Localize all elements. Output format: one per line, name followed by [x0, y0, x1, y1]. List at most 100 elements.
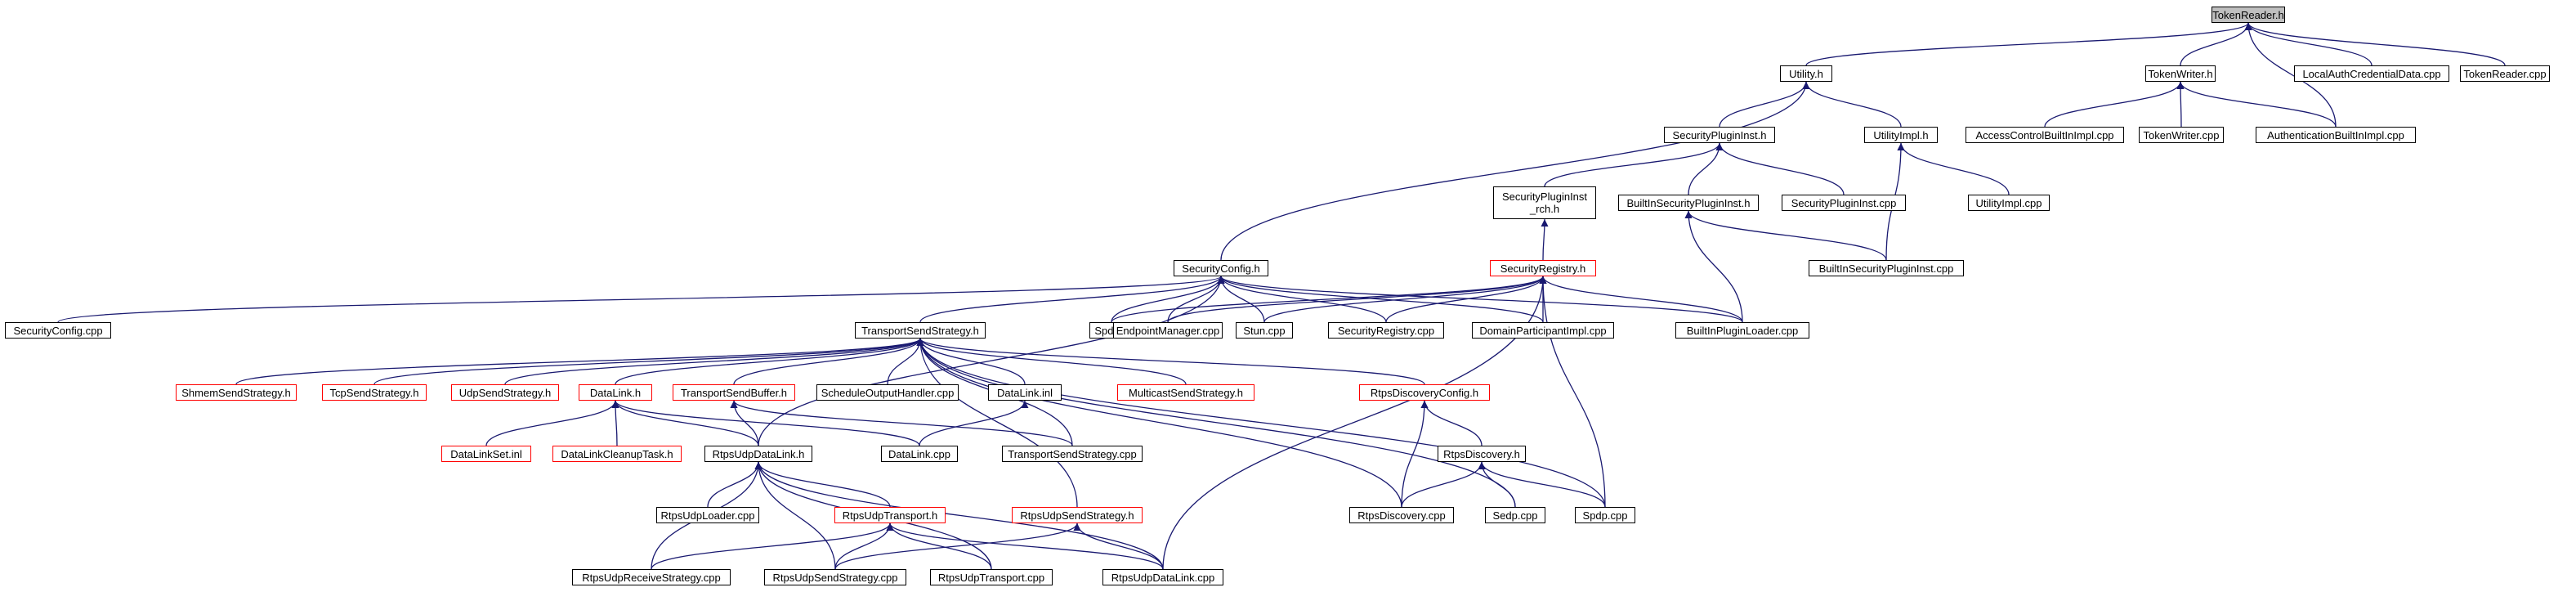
- node-datalink-cpp[interactable]: DataLink.cpp: [881, 446, 958, 462]
- node-utility-h[interactable]: Utility.h: [1780, 65, 1832, 82]
- dependency-edge: [916, 338, 1425, 385]
- dependency-edge: [886, 522, 1164, 570]
- node-securityplugininst-rch-h[interactable]: SecurityPluginInst _rch.h: [1493, 186, 1596, 219]
- node-builtinpluginloader-cpp[interactable]: BuiltInPluginLoader.cpp: [1675, 322, 1809, 339]
- node-rtpsudpsendstrategy-cpp[interactable]: RtpsUdpSendStrategy.cpp: [764, 569, 906, 585]
- dependency-edge: [615, 338, 924, 385]
- dependency-edge: [1111, 276, 1225, 323]
- dependency-edge: [2244, 22, 2506, 66]
- dependency-edge: [57, 276, 1225, 323]
- dependency-edge: [886, 522, 992, 570]
- node-rtpsudptransport-cpp[interactable]: RtpsUdpTransport.cpp: [930, 569, 1053, 585]
- node-shmemsendstrategy-h[interactable]: ShmemSendStrategy.h: [176, 384, 297, 401]
- dependency-edge: [1263, 276, 1547, 323]
- node-transportsendbuffer-h[interactable]: TransportSendBuffer.h: [673, 384, 795, 401]
- dependency-edge: [1217, 276, 1544, 323]
- node-rtpsdiscoveryconfig-h[interactable]: RtpsDiscoveryConfig.h: [1359, 384, 1490, 401]
- dependency-edge: [1111, 276, 1547, 323]
- dependency-edge: [916, 338, 1026, 385]
- dependency-edge: [1220, 81, 1810, 261]
- dependency-edge: [2044, 81, 2185, 128]
- node-rtpsudpdatalink-h[interactable]: RtpsUdpDataLink.h: [704, 446, 812, 462]
- node-tokenwriter-h[interactable]: TokenWriter.h: [2145, 65, 2216, 82]
- dependency-edge: [916, 338, 1402, 508]
- node-securityregistry-h[interactable]: SecurityRegistry.h: [1490, 260, 1596, 276]
- node-utilityimpl-h[interactable]: UtilityImpl.h: [1864, 127, 1938, 143]
- node-udpsendstrategy-h[interactable]: UdpSendStrategy.h: [451, 384, 559, 401]
- dependency-edge: [1544, 142, 1724, 187]
- node-tokenwriter-cpp[interactable]: TokenWriter.cpp: [2139, 127, 2224, 143]
- node-stun-cpp[interactable]: Stun.cpp: [1236, 322, 1293, 339]
- node-utilityimpl-cpp[interactable]: UtilityImpl.cpp: [1968, 195, 2050, 211]
- dependency-edge: [1478, 461, 1606, 508]
- node-builtinsecurityplugininst-cpp[interactable]: BuiltInSecurityPluginInst.cpp: [1809, 260, 1964, 276]
- dependency-edge: [1684, 210, 1743, 323]
- dependency-edge: [235, 338, 924, 385]
- node-rtpsudploader-cpp[interactable]: RtpsUdpLoader.cpp: [656, 507, 759, 523]
- dependency-edge: [611, 400, 920, 446]
- dependency-edge: [1401, 400, 1429, 508]
- dependency-edge: [1073, 522, 1164, 570]
- dependency-edge: [373, 338, 924, 385]
- node-tokenreader-cpp[interactable]: TokenReader.cpp: [2460, 65, 2550, 82]
- dependency-edge: [919, 276, 1225, 323]
- node-securityplugininst-h[interactable]: SecurityPluginInst.h: [1664, 127, 1775, 143]
- node-tcpsendstrategy-h[interactable]: TcpSendStrategy.h: [322, 384, 427, 401]
- dependency-edge: [2244, 22, 2337, 128]
- dependency-edge: [2180, 22, 2252, 66]
- node-builtinsecurityplugininst-h[interactable]: BuiltInSecurityPluginInst.h: [1618, 195, 1759, 211]
- dependency-edge: [2244, 22, 2373, 66]
- dependency-edge: [1688, 142, 1724, 195]
- dependency-edge: [504, 338, 924, 385]
- node-datalinkset-inl[interactable]: DataLinkSet.inl: [441, 446, 531, 462]
- node-securityconfig-cpp[interactable]: SecurityConfig.cpp: [5, 322, 111, 339]
- dependency-edge: [1715, 142, 1845, 195]
- node-rtpsdiscovery-cpp[interactable]: RtpsDiscovery.cpp: [1349, 507, 1454, 523]
- dependency-edge: [651, 522, 894, 570]
- node-securityconfig-h[interactable]: SecurityConfig.h: [1174, 260, 1268, 276]
- node-rtpsudptransport-h[interactable]: RtpsUdpTransport.h: [834, 507, 946, 523]
- dependency-edge: [1802, 81, 1902, 128]
- dependency-edge: [834, 522, 1081, 570]
- dependency-edge: [1684, 210, 1887, 261]
- node-endpointmanager-cpp[interactable]: EndpointManager.cpp: [1113, 322, 1223, 339]
- dependency-edge: [1897, 142, 2010, 195]
- node-scheduleoutputhandler-cpp[interactable]: ScheduleOutputHandler.cpp: [816, 384, 959, 401]
- node-securityregistry-cpp[interactable]: SecurityRegistry.cpp: [1328, 322, 1444, 339]
- node-localauthcredentialdata-cpp[interactable]: LocalAuthCredentialData.cpp: [2294, 65, 2449, 82]
- node-rtpsudpsendstrategy-h[interactable]: RtpsUdpSendStrategy.h: [1012, 507, 1143, 523]
- node-domainparticipantimpl-cpp[interactable]: DomainParticipantImpl.cpp: [1472, 322, 1614, 339]
- node-datalinkcleanuptask-h[interactable]: DataLinkCleanupTask.h: [552, 446, 682, 462]
- dependency-edge: [1541, 218, 1549, 261]
- node-datalink-inl[interactable]: DataLink.inl: [988, 384, 1062, 401]
- node-authenticationbuiltinimpl-cpp[interactable]: AuthenticationBuiltInImpl.cpp: [2256, 127, 2416, 143]
- node-securityplugininst-cpp[interactable]: SecurityPluginInst.cpp: [1782, 195, 1906, 211]
- dependency-edge: [2176, 81, 2185, 128]
- dependency-edge: [611, 400, 759, 446]
- dependency-edge: [1217, 276, 1387, 323]
- node-sedp-cpp[interactable]: Sedp.cpp: [1485, 507, 1545, 523]
- dependency-edge: [916, 338, 1516, 508]
- node-spdp-cpp[interactable]: Spdp.cpp: [1575, 507, 1635, 523]
- dependency-edge: [1401, 461, 1486, 508]
- node-tokenreader-h: TokenReader.h: [2212, 7, 2285, 23]
- dependency-edge: [916, 338, 1187, 385]
- node-accesscontrolbuiltinimpl-cpp[interactable]: AccessControlBuiltInImpl.cpp: [1966, 127, 2124, 143]
- node-transportsendstrategy-cpp[interactable]: TransportSendStrategy.cpp: [1002, 446, 1143, 462]
- dependency-edge: [919, 400, 1029, 446]
- dependency-edge: [611, 400, 619, 446]
- node-rtpsudpreceivestrategy-cpp[interactable]: RtpsUdpReceiveStrategy.cpp: [572, 569, 731, 585]
- dependency-edge: [1539, 276, 1743, 323]
- node-rtpsdiscovery-h[interactable]: RtpsDiscovery.h: [1438, 446, 1526, 462]
- dependency-edge: [730, 400, 1073, 446]
- dependency-edge: [754, 461, 891, 508]
- dependency-edge: [485, 400, 619, 446]
- dependency-edge: [754, 461, 1164, 570]
- node-multicastsendstrategy-h[interactable]: MulticastSendStrategy.h: [1117, 384, 1254, 401]
- node-datalink-h[interactable]: DataLink.h: [579, 384, 652, 401]
- dependency-edge: [1420, 400, 1483, 446]
- node-rtpsudpdatalink-cpp[interactable]: RtpsUdpDataLink.cpp: [1102, 569, 1223, 585]
- node-transportsendstrategy-h[interactable]: TransportSendStrategy.h: [855, 322, 986, 339]
